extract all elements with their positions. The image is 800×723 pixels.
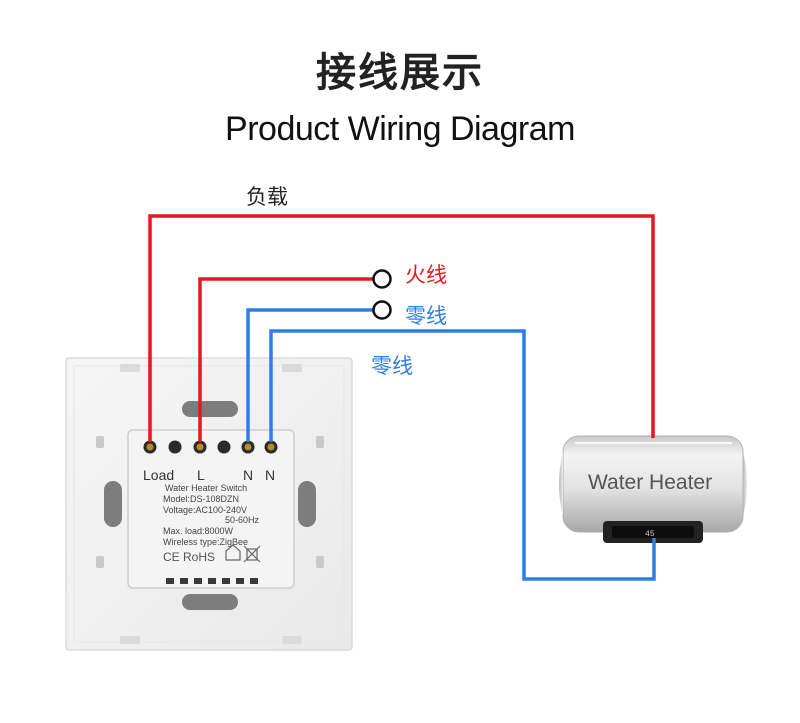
neutral-terminal (372, 300, 392, 320)
terminal-screws (143, 440, 278, 454)
title-english: Product Wiring Diagram (225, 110, 575, 148)
cert-marks: CE RoHS (163, 550, 215, 564)
neutral-supply-wire (246, 308, 374, 442)
weee-bin-icon (243, 545, 261, 563)
wires (148, 214, 656, 581)
svg-text:45: 45 (645, 530, 655, 539)
spec-line: Max. load:8000W (163, 526, 234, 536)
spec-line: Wireless type:ZigBee (163, 537, 248, 547)
spec-line: Model:DS-108DZN (163, 494, 239, 504)
neutral-heater-wire (269, 329, 656, 581)
spec-line: 50-60Hz (225, 515, 260, 525)
load-wire (148, 214, 655, 442)
heater-label: Water Heater (588, 471, 712, 494)
label-neutral-supply: 零线 (405, 304, 447, 328)
live-terminal (372, 269, 392, 289)
title-chinese: 接线展示 (316, 50, 484, 96)
terminal-label-load: Load (143, 467, 174, 483)
live-wire (198, 277, 374, 442)
spec-line: Voltage:AC100-240V (163, 505, 247, 515)
switch-module: Load L N N Water Heater Switch Model:DS-… (127, 429, 295, 589)
terminal-label-n1: N (243, 467, 253, 483)
label-neutral-heater: 零线 (371, 354, 413, 378)
terminal-label-n2: N (265, 467, 275, 483)
water-heater: Water Heater 45 (559, 435, 747, 543)
house-icon (225, 544, 241, 561)
label-load: 负载 (246, 185, 288, 209)
spec-line: Water Heater Switch (165, 483, 247, 493)
terminal-label-l: L (197, 467, 205, 483)
label-live: 火线 (405, 263, 447, 287)
